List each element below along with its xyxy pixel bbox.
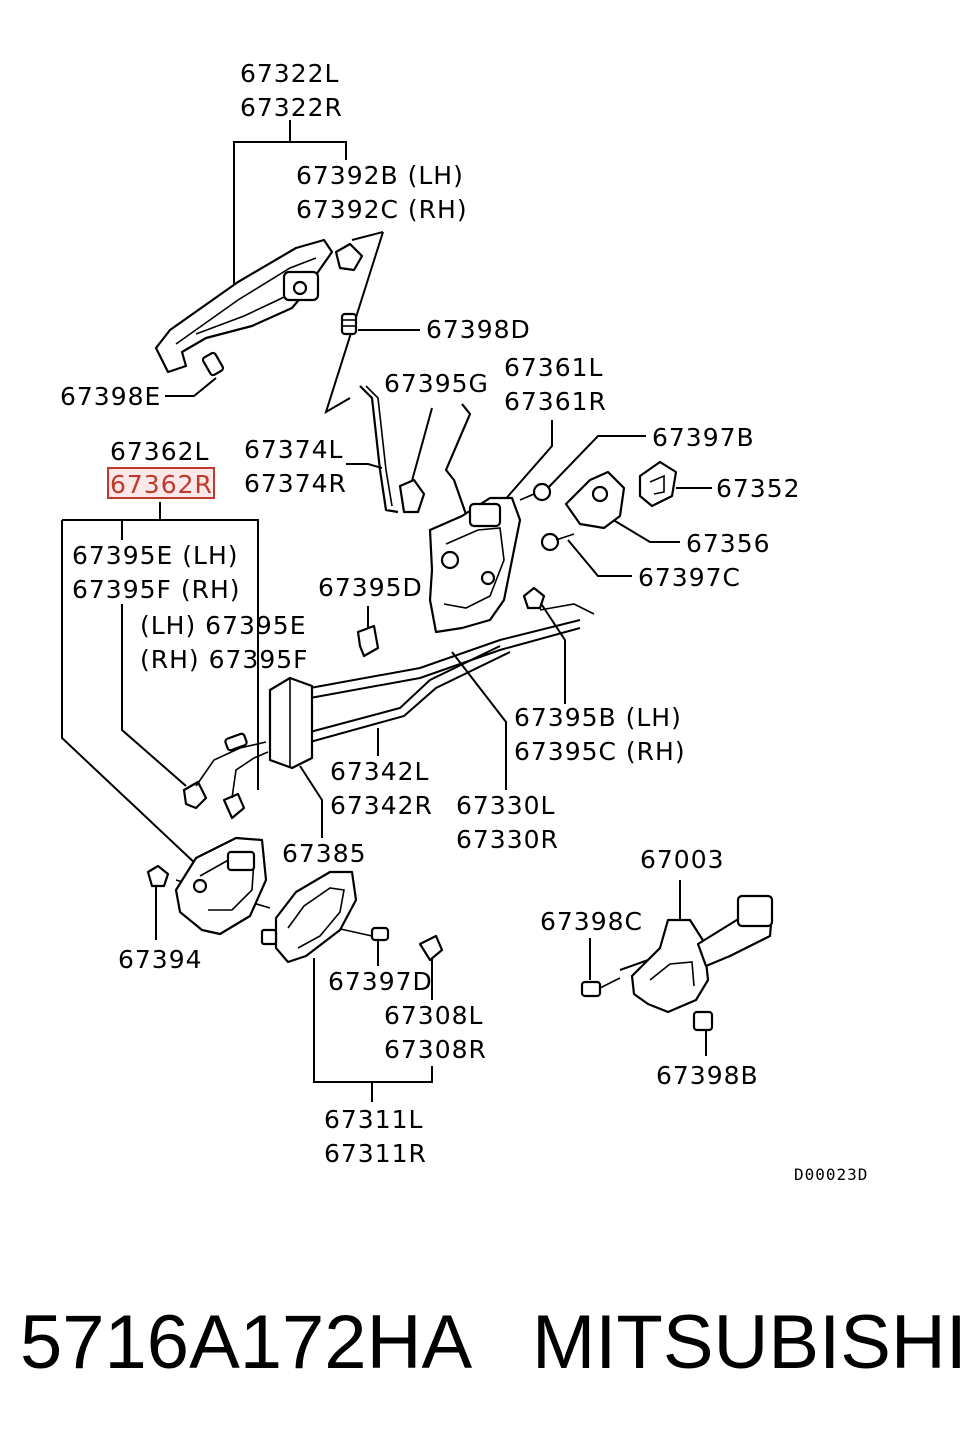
label-67395E-LH[interactable]: 67395E (LH) bbox=[72, 541, 239, 570]
label-67330L[interactable]: 67330L bbox=[456, 791, 555, 820]
screw-67397D-drawing bbox=[370, 926, 390, 942]
label-67397B[interactable]: 67397B bbox=[652, 423, 755, 452]
clip-67395B-drawing bbox=[522, 586, 546, 610]
clip-67395D-drawing bbox=[356, 624, 380, 658]
label-67395E-LH-right[interactable]: (LH) 67395E bbox=[140, 611, 307, 640]
screw-67398D-drawing bbox=[340, 312, 358, 336]
bolt-67397B-drawing bbox=[519, 482, 552, 502]
clip-67392-drawing bbox=[334, 242, 364, 272]
label-67398E[interactable]: 67398E bbox=[60, 382, 161, 411]
label-67395B[interactable]: 67395B (LH) bbox=[514, 703, 682, 732]
label-67362L[interactable]: 67362L bbox=[110, 437, 209, 466]
label-67385[interactable]: 67385 bbox=[282, 839, 367, 868]
bolt-67398B-drawing bbox=[692, 1010, 714, 1032]
rod-67361-drawing bbox=[444, 403, 472, 521]
label-67311R[interactable]: 67311R bbox=[324, 1139, 427, 1168]
clip-67395E-drawing bbox=[182, 732, 269, 820]
label-67003[interactable]: 67003 bbox=[640, 845, 725, 874]
bolt-67397C-drawing bbox=[540, 532, 575, 552]
label-67374L[interactable]: 67374L bbox=[244, 435, 343, 464]
label-67308L[interactable]: 67308L bbox=[384, 1001, 483, 1030]
inside-handle-drawing bbox=[260, 870, 358, 964]
label-67330R[interactable]: 67330R bbox=[456, 825, 559, 854]
label-67361R[interactable]: 67361R bbox=[504, 387, 607, 416]
label-67352[interactable]: 67352 bbox=[716, 474, 801, 503]
label-67374R[interactable]: 67374R bbox=[244, 469, 347, 498]
grommet-67352-drawing bbox=[638, 460, 678, 508]
label-67322R[interactable]: 67322R bbox=[240, 93, 343, 122]
pad-67385-drawing bbox=[268, 676, 314, 770]
label-67398D[interactable]: 67398D bbox=[426, 315, 531, 344]
label-67361L[interactable]: 67361L bbox=[504, 353, 603, 382]
part-labels: 67322L 67322R 67392B (LH) 67392C (RH) 67… bbox=[60, 59, 801, 1168]
diagram-code: D00023D bbox=[794, 1165, 868, 1184]
highlight-box-67362R bbox=[107, 467, 215, 499]
label-67362R[interactable]: 67362R bbox=[110, 470, 213, 499]
latch-67362-drawing bbox=[174, 836, 268, 936]
screw-67398E-drawing bbox=[201, 351, 225, 377]
bracket-67356-drawing bbox=[564, 470, 626, 530]
clip-67308-drawing bbox=[418, 934, 444, 962]
label-67398C[interactable]: 67398C bbox=[540, 907, 643, 936]
label-67395F-RH[interactable]: 67395F (RH) bbox=[72, 575, 241, 604]
label-67322L[interactable]: 67322L bbox=[240, 59, 339, 88]
label-67342R[interactable]: 67342R bbox=[330, 791, 433, 820]
outside-handle-drawing bbox=[154, 238, 334, 374]
label-67394[interactable]: 67394 bbox=[118, 945, 203, 974]
rod-67374-drawing bbox=[359, 385, 399, 514]
door-check-67003-drawing bbox=[630, 894, 774, 1014]
footer-brand: MITSUBISHI bbox=[532, 1300, 960, 1385]
label-67356[interactable]: 67356 bbox=[686, 529, 771, 558]
clip-67395G-drawing bbox=[398, 478, 426, 514]
leader-lines bbox=[61, 120, 712, 1102]
door-lock-actuator-drawing bbox=[428, 496, 522, 634]
grommet-67394-drawing bbox=[146, 864, 170, 888]
label-67397D[interactable]: 67397D bbox=[328, 967, 433, 996]
label-67392B[interactable]: 67392B (LH) bbox=[296, 161, 464, 190]
label-67397C[interactable]: 67397C bbox=[638, 563, 741, 592]
label-67395D[interactable]: 67395D bbox=[318, 573, 423, 602]
label-67395C[interactable]: 67395C (RH) bbox=[514, 737, 686, 766]
label-67311L[interactable]: 67311L bbox=[324, 1105, 423, 1134]
bolt-67398C-drawing bbox=[580, 977, 621, 998]
label-67392C[interactable]: 67392C (RH) bbox=[296, 195, 468, 224]
label-67398B[interactable]: 67398B bbox=[656, 1061, 759, 1090]
label-67395G[interactable]: 67395G bbox=[384, 369, 489, 398]
footer-part-number: 5716A172HA bbox=[20, 1300, 472, 1385]
label-67308R[interactable]: 67308R bbox=[384, 1035, 487, 1064]
label-67342L[interactable]: 67342L bbox=[330, 757, 429, 786]
label-67395F-RH-right[interactable]: (RH) 67395F bbox=[140, 645, 309, 674]
cables-drawing bbox=[309, 603, 595, 743]
